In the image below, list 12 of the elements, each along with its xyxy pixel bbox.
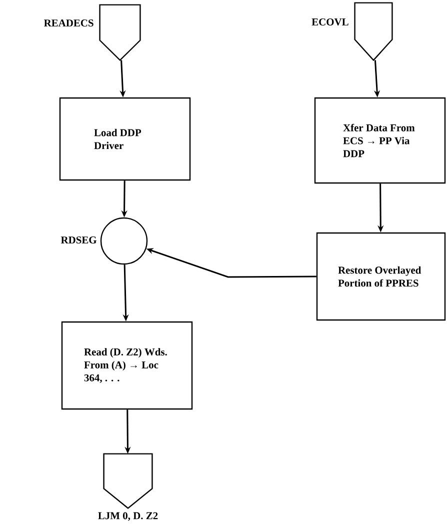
off-page-connector [103, 453, 153, 509]
node-label: ECOVL [312, 18, 348, 26]
off-page-connector [99, 4, 141, 62]
node-label: LJM 0, D. Z2 [98, 512, 158, 521]
process-box: Read (D. Z2) Wds. From (A) → Loc 364, . . . [61, 321, 193, 410]
off-page-connector [354, 2, 393, 62]
process-box: Load DDP Driver [59, 97, 191, 181]
connector-circle [100, 217, 148, 265]
process-box: Restore Overlayed Portion of PPRES [316, 232, 446, 321]
node-label: RDSEG [60, 236, 96, 244]
node-label: READECS [44, 20, 94, 27]
process-box: Xfer Data From ECS → PP Via DDP [314, 97, 446, 184]
